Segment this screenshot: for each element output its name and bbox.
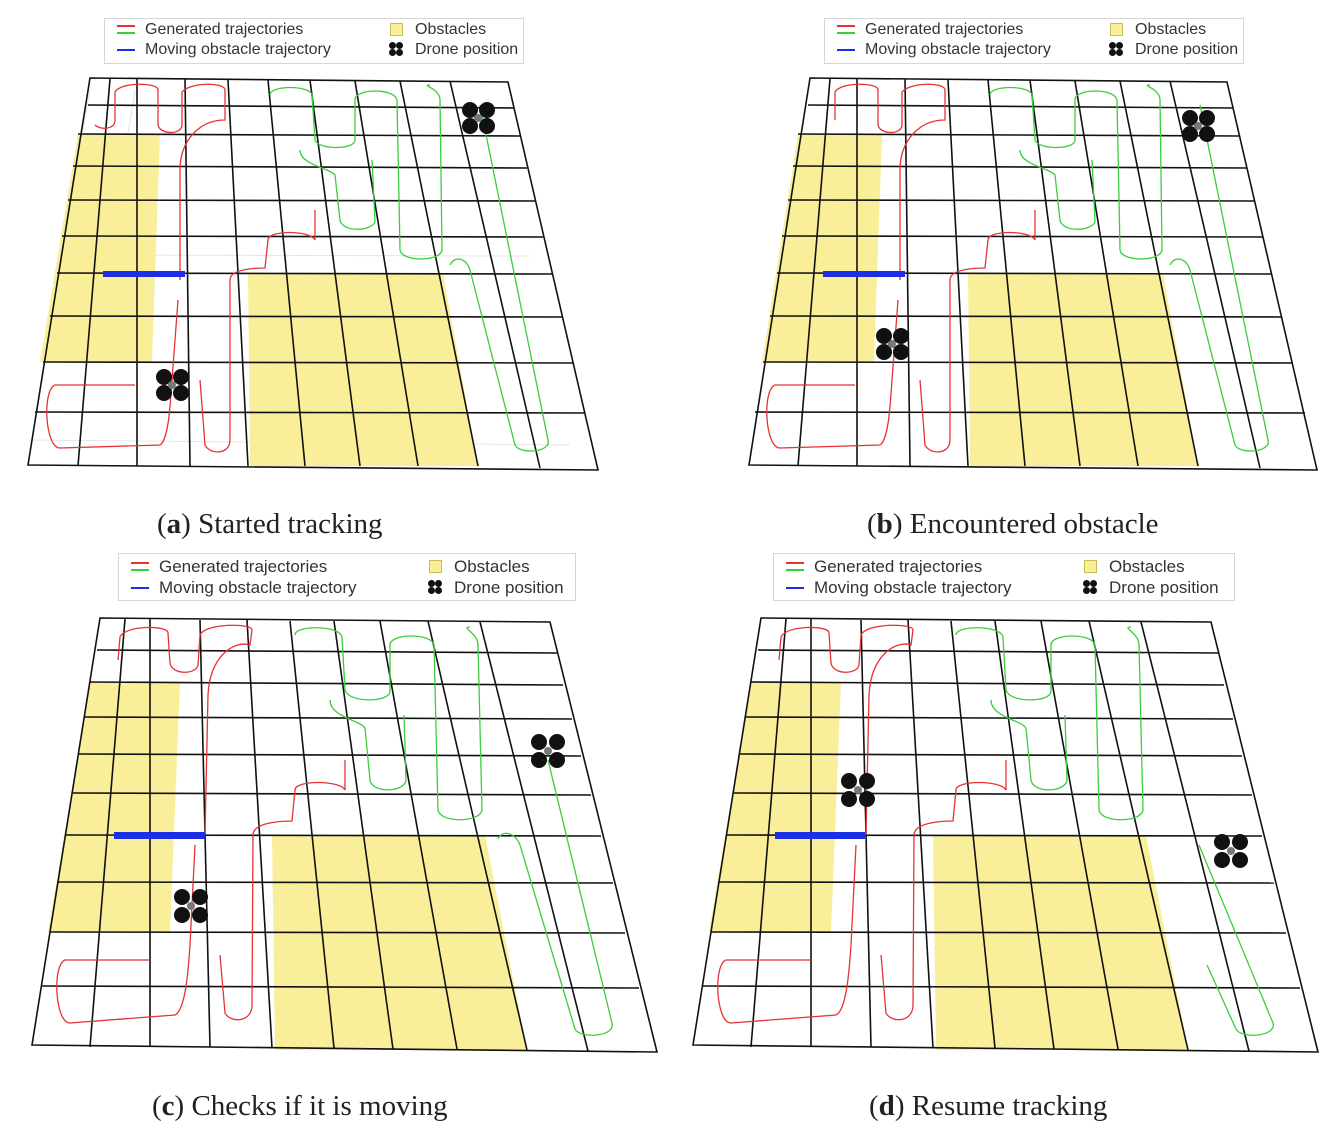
legend-moving-label: Moving obstacle trajectory [814,578,1012,597]
drone-icon [1079,580,1101,596]
obstacle-square-icon [1079,559,1101,575]
legend-drone-label: Drone position [415,41,519,58]
legend-drone: Drone position [385,41,518,59]
panel-d: Generated trajectories Moving obstacle t… [667,545,1333,1122]
generated-trajectory-red [717,624,1007,1024]
legend-obstacles: Obstacles [1079,557,1185,577]
generated-trajectory-red [46,83,316,453]
legend: Generated trajectories Moving obstacle t… [118,553,576,601]
obstacles [40,134,478,466]
caption: (b) Encountered obstacle [867,508,1159,540]
caption-text: Encountered obstacle [909,508,1159,540]
caption: (c) Checks if it is moving [152,1090,448,1122]
moving-obstacle [775,832,865,839]
caption: (d) Resume tracking [869,1090,1108,1122]
caption-text: Started tracking [198,508,383,540]
legend-moving-label: Moving obstacle trajectory [865,41,1051,58]
grid [748,77,1319,471]
panel-d-scene [692,617,1320,1053]
drone-icon [1105,42,1127,58]
panel-a: Generated trajectories Moving obstacle t… [0,0,666,567]
legend-obstacles: Obstacles [424,557,530,577]
drone-position-1 [156,369,189,401]
generated-trajectory-green [989,84,1269,452]
panel-b-scene [748,77,1319,471]
legend-drone: Drone position [1079,578,1219,598]
obstacles [709,682,1188,1050]
legend-obstacles-label: Obstacles [1135,21,1207,38]
moving-line-icon [115,42,137,58]
moving-obstacle [823,271,905,277]
legend-drone-label: Drone position [1109,578,1219,597]
caption-letter: b [876,508,893,540]
obstacle-square-icon [385,22,407,38]
generated-trajectory-green [294,626,613,1036]
legend-obstacles-label: Obstacles [415,21,487,38]
legend-generated-label: Generated trajectories [159,557,328,576]
legend-generated: Generated trajectories [784,557,982,577]
legend-moving: Moving obstacle trajectory [784,578,1011,598]
legend-moving: Moving obstacle trajectory [835,41,1051,59]
legend-drone: Drone position [424,578,564,598]
drone-position-2 [1182,110,1215,142]
generated-line-icon [784,559,806,575]
obstacles [48,682,527,1050]
legend-generated: Generated trajectories [115,21,303,39]
legend-generated: Generated trajectories [835,21,1023,39]
legend-generated: Generated trajectories [129,557,327,577]
drone-position-1 [876,328,909,360]
legend: Generated trajectories Moving obstacle t… [773,553,1235,601]
moving-obstacle [114,832,205,839]
generated-line-icon [835,22,857,38]
panel-c-scene [31,617,659,1053]
caption-text: Resume tracking [911,1090,1108,1122]
panel-a-scene [27,77,600,471]
generated-trajectory-red [766,83,1036,453]
drone-icon [424,580,446,596]
drone-position-2 [1214,834,1248,868]
caption: (a) Started tracking [157,508,383,540]
caption-letter: c [161,1090,175,1122]
drone-icon [385,42,407,58]
generated-trajectory-green [955,626,1274,1036]
generated-line-icon [115,22,137,38]
caption-letter: d [878,1090,895,1122]
legend-generated-label: Generated trajectories [145,21,304,38]
legend-drone-label: Drone position [454,578,564,597]
moving-line-icon [784,580,806,596]
legend-generated-label: Generated trajectories [814,557,983,576]
legend: Generated trajectories Moving obstacle t… [104,18,524,64]
obstacles [762,134,1198,466]
moving-obstacle [103,271,185,277]
drone-position-1 [841,773,875,807]
panel-b: Generated trajectories Moving obstacle t… [667,0,1333,567]
legend-moving: Moving obstacle trajectory [115,41,331,59]
caption-text: Checks if it is moving [191,1090,448,1122]
grid [31,617,659,1053]
caption-letter: a [166,508,182,540]
legend-obstacles-label: Obstacles [454,557,530,576]
drone-position-2 [462,102,495,134]
drone-position-1 [174,889,208,923]
legend-moving-label: Moving obstacle trajectory [159,578,357,597]
legend-obstacles: Obstacles [1105,21,1206,39]
moving-line-icon [835,42,857,58]
legend: Generated trajectories Moving obstacle t… [824,18,1244,64]
legend-obstacles: Obstacles [385,21,486,39]
legend-drone: Drone position [1105,41,1238,59]
legend-moving-label: Moving obstacle trajectory [145,41,331,58]
legend-drone-label: Drone position [1135,41,1239,58]
generated-trajectory-green [269,84,549,452]
legend-generated-label: Generated trajectories [865,21,1024,38]
obstacle-square-icon [424,559,446,575]
panel-c: Generated trajectories Moving obstacle t… [0,545,666,1122]
legend-obstacles-label: Obstacles [1109,557,1185,576]
obstacle-square-icon [1105,22,1127,38]
drone-position-2 [531,734,565,768]
generated-trajectory-red [56,624,346,1024]
moving-line-icon [129,580,151,596]
legend-moving: Moving obstacle trajectory [129,578,356,598]
generated-line-icon [129,559,151,575]
